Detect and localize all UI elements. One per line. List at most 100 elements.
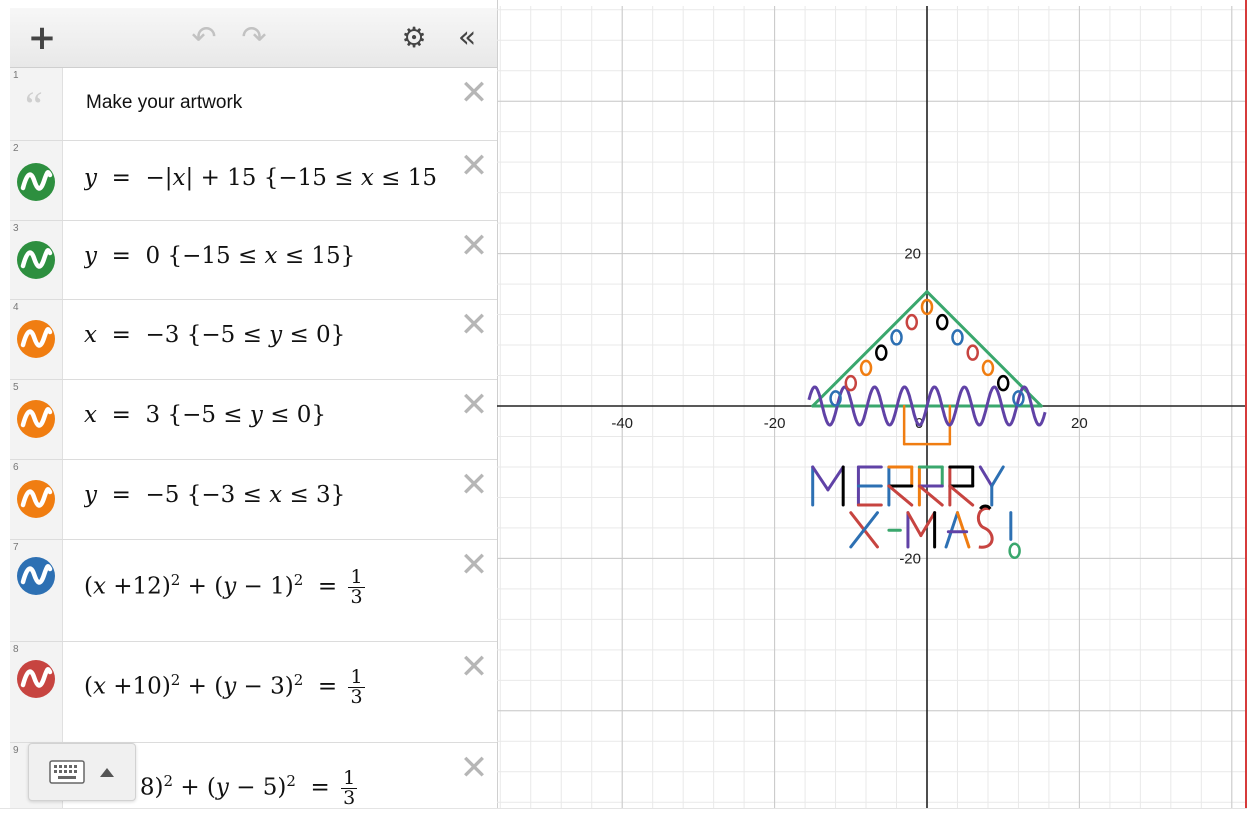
ornament-circle [844,374,858,392]
ornament-circle [935,313,949,331]
delete-icon[interactable]: ✕ [459,146,489,186]
caret-up-icon [100,768,114,777]
delete-icon[interactable]: ✕ [459,748,489,788]
redo-button[interactable]: ↷ [232,8,276,67]
gear-icon: ⚙ [401,21,427,54]
expression-index: 6 [13,462,19,473]
letter-s [976,506,994,549]
ornament-circle [966,344,979,361]
expression-gutter: 7 [10,540,63,641]
y-tick-label: -20 [899,550,921,567]
letter-s-top [979,504,992,510]
letter-m1 [826,465,845,492]
left-edge [0,0,10,822]
line-graph-icon[interactable] [17,320,55,358]
letter-a [944,511,959,549]
letter-r3 [948,484,975,507]
settings-button[interactable]: ⚙ [394,8,434,67]
expression-item-6[interactable]: 6 y = −5 {−3 ≤ x ≤ 3} ✕ [10,460,497,540]
line-graph-icon[interactable] [17,480,55,518]
ornament-circle [875,344,888,361]
expression-index: 1 [13,70,19,81]
expression-item-5[interactable]: 5 x = 3 {−5 ≤ y ≤ 0} ✕ [10,380,497,460]
undo-button[interactable]: ↶ [182,8,226,67]
expression-math[interactable]: y = −5 {−3 ≤ x ≤ 3} [84,482,346,508]
delete-icon[interactable]: ✕ [459,226,489,266]
letter-r2 [917,484,944,507]
expression-index: 4 [13,302,19,313]
keyboard-toggle-button[interactable] [28,743,136,801]
letter-x [849,511,879,549]
expression-index: 5 [13,382,19,393]
expression-item-1[interactable]: 1 “ Make your artwork ✕ [10,68,497,141]
add-item-button[interactable]: + [20,8,64,67]
delete-icon[interactable]: ✕ [459,73,489,113]
double-chevron-left-icon: « [457,20,477,55]
ornament-circle [890,329,903,346]
expression-math[interactable]: x = 3 {−5 ≤ y ≤ 0} [84,402,327,428]
letter-m1 [811,465,830,492]
expression-gutter: 8 [10,642,63,742]
expression-gutter: 1 “ [10,68,63,140]
letter-m2 [906,511,923,538]
line-graph-icon[interactable] [17,660,55,698]
exclamation-dot [1008,542,1021,560]
expression-toolbar: + ↶ ↷ ⚙ « [10,8,497,68]
sine-garland [807,385,1047,427]
delete-icon[interactable]: ✕ [459,305,489,345]
expression-math[interactable]: x = −3 {−5 ≤ y ≤ 0} [84,322,346,348]
expression-gutter: 3 [10,221,63,299]
expression-math[interactable]: (x + 8)2 + (y − 5)2 = 13 [84,769,358,808]
tree-right-edge [925,290,1043,408]
line-graph-icon[interactable] [17,400,55,438]
note-text[interactable]: Make your artwork [86,92,243,113]
expression-item-4[interactable]: 4 x = −3 {−5 ≤ y ≤ 0} ✕ [10,300,497,380]
expression-index: 8 [13,644,19,655]
ornament-circle [829,390,842,407]
expression-gutter: 6 [10,460,63,539]
letter-a [955,511,971,549]
line-graph-icon[interactable] [17,163,55,201]
letter-y [978,465,994,488]
line-graph-icon[interactable] [17,241,55,279]
line-graph-icon[interactable] [17,557,55,595]
expression-item-2[interactable]: 2 y = −|x| + 15 {−15 ≤ x ≤ 15 ✕ [10,141,497,221]
expression-index: 3 [13,223,19,234]
expression-gutter: 4 [10,300,63,379]
plus-icon: + [27,17,57,58]
letter-y [990,465,1005,488]
delete-icon[interactable]: ✕ [459,465,489,505]
expression-index: 2 [13,143,19,154]
window-right-border [1245,0,1247,822]
ornament-circle [1012,390,1025,407]
delete-icon[interactable]: ✕ [459,647,489,687]
redo-icon: ↷ [241,20,267,55]
x-tick-label: -40 [611,415,633,432]
undo-icon: ↶ [191,20,217,55]
ornament-circle [996,374,1010,392]
collapse-panel-button[interactable]: « [442,8,486,67]
delete-icon[interactable]: ✕ [459,545,489,585]
expression-item-3[interactable]: 3 y = 0 {−15 ≤ x ≤ 15} ✕ [10,221,497,300]
y-tick-label: 20 [904,246,921,263]
expression-panel: + ↶ ↷ ⚙ « 1 “ Make your artwork ✕ 2 y = … [10,0,498,808]
x-tick-label: -20 [764,415,786,432]
expression-math[interactable]: y = −|x| + 15 {−15 ≤ x ≤ 15 [84,165,437,191]
x-tick-label: 20 [1071,415,1088,432]
letter-m2 [919,511,937,538]
delete-icon[interactable]: ✕ [459,385,489,425]
expression-gutter: 2 [10,141,63,220]
expression-index: 9 [13,745,19,756]
keyboard-icon [49,760,85,784]
expression-math[interactable]: y = 0 {−15 ≤ x ≤ 15} [84,243,356,269]
tree-left-edge [811,290,929,408]
ornament-circle [920,298,934,316]
expression-gutter: 5 [10,380,63,459]
